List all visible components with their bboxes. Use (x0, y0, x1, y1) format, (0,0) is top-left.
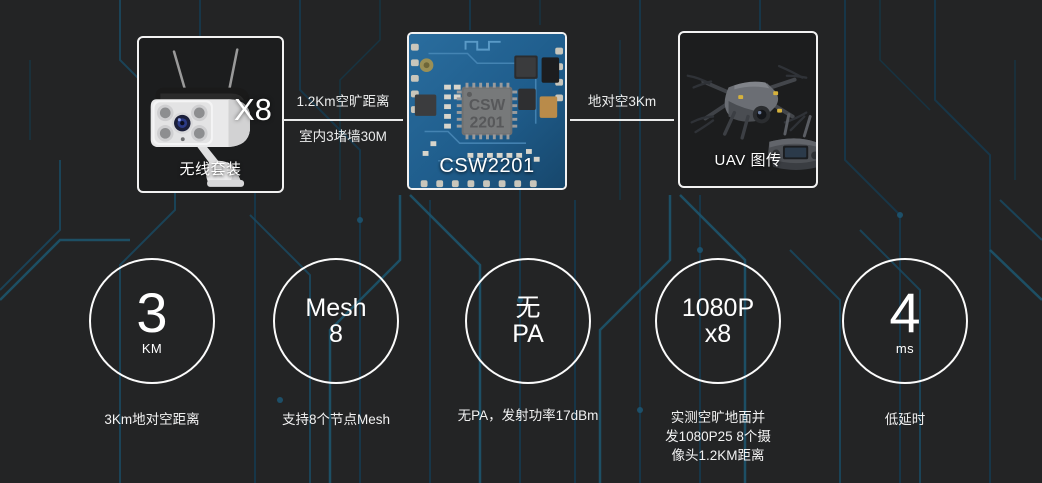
chip-label-line2: 2201 (470, 115, 505, 132)
uav-box-caption: UAV 图传 (714, 152, 782, 169)
feature-caption-4: 实测空旷地面并 发1080P25 8个摄 像头1.2KM距离 (665, 410, 771, 463)
feature-caption-5: 低延时 (884, 412, 926, 427)
feature-circle-5-unit: ms (895, 340, 915, 356)
feature-circle-2-value: Mesh 8 (305, 293, 367, 348)
camera-product-box[interactable]: 无线套装 (137, 36, 284, 193)
uav-product-box[interactable]: UAV 图传 (678, 31, 818, 188)
connector-left-line (283, 119, 403, 121)
feature-captions-row: 3Km地对空距离 支持8个节点Mesh 无PA，发射功率17dBm 实测空旷地面并 发… (0, 408, 1042, 483)
drone-icon (686, 64, 816, 170)
feature-circle-1-value: 3 (136, 281, 168, 345)
connector-right-line (570, 119, 674, 121)
feature-circle-1-unit: KM (141, 340, 163, 356)
feature-circle-2[interactable]: Mesh 8 (273, 258, 399, 384)
connector-left-bottom-text: 室内3堵墙30M (299, 129, 387, 144)
feature-circle-3[interactable]: 无 PA (465, 258, 591, 384)
feature-circle-4-value: 1080P x8 (681, 293, 755, 348)
connector-right-top-text: 地对空3Km (587, 94, 657, 109)
feature-caption-2: 支持8个节点Mesh (281, 412, 391, 427)
connector-left-top-text: 1.2Km空旷距离 (296, 94, 390, 109)
module-product-box[interactable]: CSW 2201 CSW2201 (407, 32, 567, 190)
module-box-caption: CSW2201 (439, 155, 535, 177)
camera-box-caption: 无线套装 (179, 161, 242, 178)
feature-circle-4[interactable]: 1080P x8 (655, 258, 781, 384)
connector-camera-to-module: 1.2Km空旷距离 室内3堵墙30M (283, 93, 403, 146)
camera-multiplier-label: X8 (234, 92, 272, 127)
ip-camera-icon (150, 48, 250, 187)
feature-caption-1: 3Km地对空距离 (104, 412, 200, 427)
feature-circle-5-value: 4 (889, 281, 921, 345)
connector-module-to-uav: 地对空3Km (570, 93, 674, 121)
wifi-module-pcb-icon: CSW 2201 (409, 34, 565, 188)
chip-label-line1: CSW (469, 97, 506, 114)
product-chain-row: 无线套装 X8 1.2Km空旷距离 室内3堵墙30M (0, 0, 1042, 210)
feature-caption-3: 无PA，发射功率17dBm (457, 408, 599, 423)
feature-circle-3-value: 无 PA (512, 293, 544, 348)
